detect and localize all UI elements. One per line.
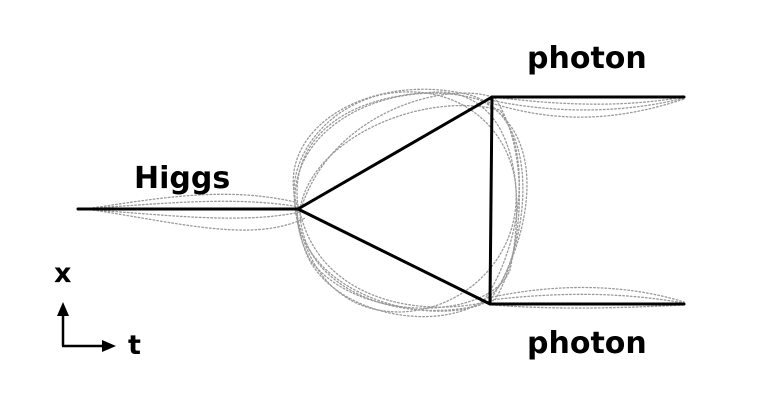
higgs-label: Higgs bbox=[134, 161, 230, 196]
fluctuation-path bbox=[487, 286, 685, 303]
photon-label-top: photon bbox=[527, 41, 647, 76]
fluctuation-paths bbox=[77, 88, 685, 318]
axis-x-label: x bbox=[54, 258, 71, 289]
fluctuation-path bbox=[296, 91, 518, 309]
fluctuation-path bbox=[487, 98, 685, 118]
fluctuation-path bbox=[489, 97, 685, 111]
fluctuation-path bbox=[293, 91, 517, 313]
fluctuation-path bbox=[491, 96, 685, 105]
fluctuation-path bbox=[299, 92, 521, 308]
fluctuation-path bbox=[77, 200, 301, 210]
loop-triangle bbox=[296, 95, 494, 306]
photon-label-bottom: photon bbox=[527, 326, 647, 361]
fluctuation-path bbox=[299, 105, 520, 312]
diagram-lines bbox=[76, 95, 686, 306]
fluctuation-path bbox=[77, 193, 296, 211]
axis-x-arrowhead bbox=[57, 302, 69, 316]
fluctuation-path bbox=[491, 304, 685, 309]
fluctuation-path bbox=[77, 207, 306, 231]
fluctuation-path bbox=[77, 208, 301, 219]
axis-t-label: t bbox=[128, 330, 141, 361]
fluctuation-path bbox=[294, 92, 528, 312]
fluctuation-path bbox=[489, 293, 685, 304]
axis-t-arrowhead bbox=[102, 340, 116, 352]
axis-indicator: x t bbox=[54, 258, 141, 361]
